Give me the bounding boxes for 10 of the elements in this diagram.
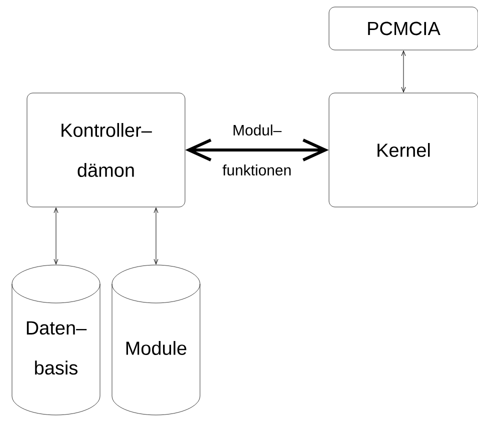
process-box: Kernel [328, 92, 478, 208]
double-arrow [401, 50, 406, 92]
process-box: PCMCIA [328, 6, 478, 50]
double-arrow [185, 138, 329, 162]
double-arrow [54, 208, 58, 264]
double-arrow [154, 208, 158, 264]
database-cylinder: Module [112, 264, 200, 416]
edge-label: Modul– funktionen [222, 124, 291, 176]
process-box: Kontroller– dämon [26, 92, 186, 208]
database-cylinder: Daten– basis [12, 264, 100, 416]
